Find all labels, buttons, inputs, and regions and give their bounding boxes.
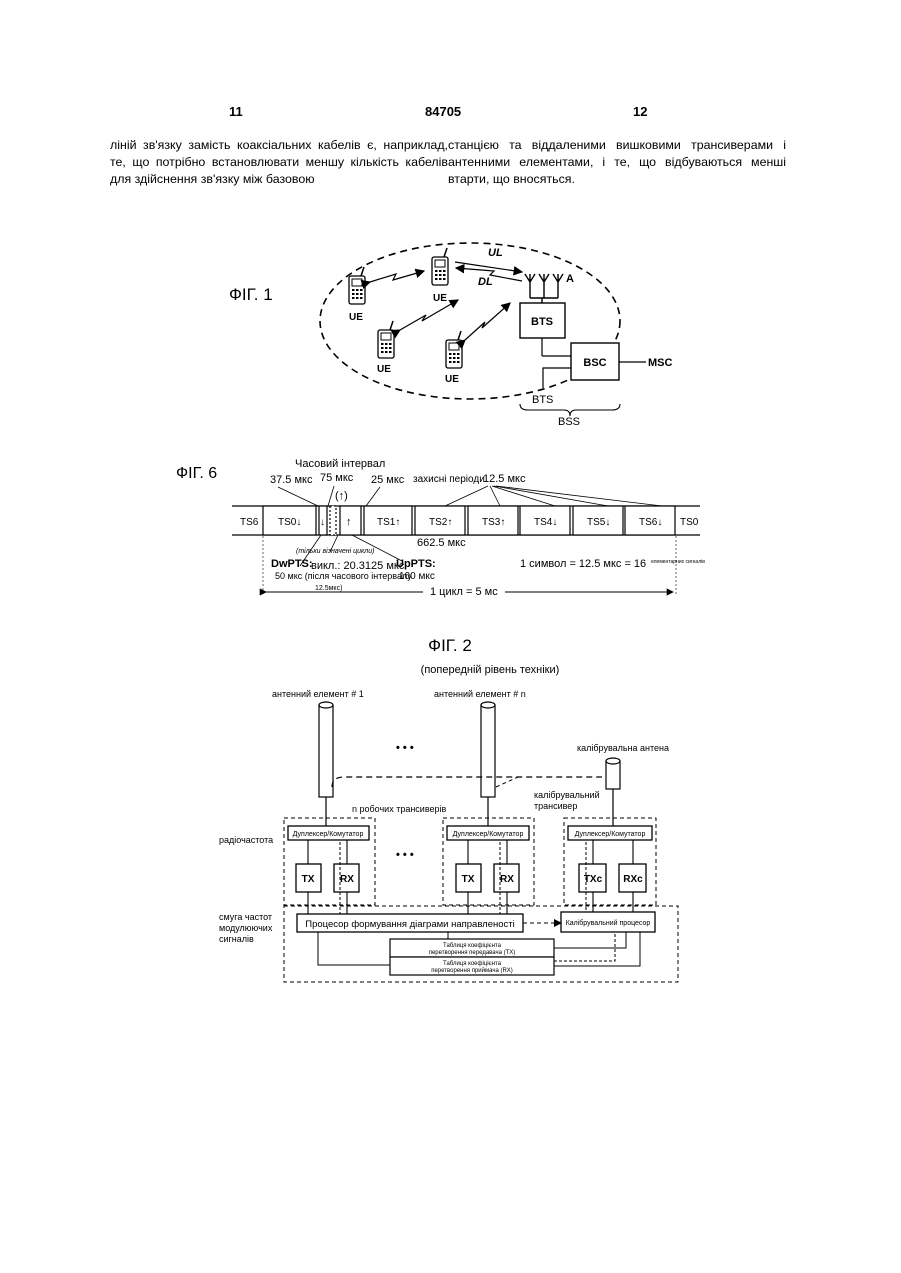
ue-phone-2	[432, 248, 448, 285]
tx-table-label-1: Таблиця коефіцієнта	[443, 943, 502, 949]
timing-interval-label: Часовий інтервал	[295, 458, 385, 470]
txc-label: TXc	[584, 874, 603, 885]
tx-table-label-2: перетворення передавача (TX)	[429, 950, 516, 956]
rx-label-1: RX	[340, 874, 354, 885]
dwpts-label: DwPTS:	[271, 558, 313, 570]
dl-label: DL	[478, 276, 493, 288]
ellipsis-top: • • •	[396, 742, 414, 754]
fig2-title: ФІГ. 2	[428, 636, 472, 655]
ue-phone-4	[446, 331, 462, 368]
uppts-arrow: ↑	[346, 516, 352, 528]
slot-ts2: TS2↑	[429, 517, 452, 528]
ue-phone-3	[378, 321, 394, 358]
duplexer-cal-label: Дуплексер/Комутатор	[575, 831, 646, 838]
antenna-1-label: антенний елемент # 1	[272, 689, 364, 699]
t50-label: 50 мкс (після часового інтервалу	[275, 571, 412, 581]
msc-label: MSC	[648, 357, 673, 369]
fig2-subtitle: (попередній рівень техніки)	[421, 664, 560, 676]
rx-label-n: RX	[500, 874, 514, 885]
radio-frequency-label: радіочастота	[219, 835, 273, 845]
duplexer-n-label: Дуплексер/Комутатор	[453, 831, 524, 838]
antenna-element-n	[481, 702, 495, 797]
radio-link-2	[400, 300, 458, 330]
bsc-label: BSC	[583, 357, 606, 369]
calibration-processor-label: Калібрувальний процесор	[566, 919, 651, 927]
t25-label: 25 мкс	[371, 474, 405, 486]
ue-label-3: UE	[377, 364, 391, 375]
figure-2: ФІГ. 2 (попередній рівень техніки) антен…	[219, 636, 678, 982]
calibration-path-top	[332, 777, 602, 787]
antenna-element-1	[319, 702, 333, 797]
calibration-antenna	[606, 758, 620, 789]
guard-label: захисні періоди	[413, 474, 485, 485]
figure-6: ФІГ. 6 Часовий інтервал 75 мкс 37.5 мкс …	[176, 458, 705, 598]
bts2-label: BTS	[532, 394, 553, 406]
slot-ts0-end: TS0	[680, 517, 699, 528]
ue-label-2: UE	[433, 293, 447, 304]
rxc-label: RXc	[623, 874, 643, 885]
antenna-n-label: антенний елемент # n	[434, 689, 526, 699]
antenna-label: A	[566, 273, 574, 285]
duplexer-1-label: Дуплексер/Комутатор	[293, 831, 364, 838]
rx-table-label-1: Таблиця коефіцієнта	[443, 961, 502, 967]
slot-ts1: TS1↑	[377, 517, 400, 528]
slot-ts6-start: TS6	[240, 517, 259, 528]
cal-trx-label-1: калібрувальний	[534, 790, 600, 800]
baseband-label-2: модулюючих	[219, 923, 273, 933]
fig1-title: ФІГ. 1	[229, 285, 273, 304]
antenna-array	[525, 274, 563, 303]
tx-label-n: TX	[462, 874, 475, 885]
slot-ts3: TS3↑	[482, 517, 505, 528]
beamforming-processor-label: Процесор формування діаграми направленос…	[305, 919, 514, 930]
cal-trx-label-2: трансивер	[534, 801, 577, 811]
t12b-label: 12.5мкс)	[315, 585, 342, 592]
t662-label: 662.5 мкс	[417, 537, 466, 549]
radio-link-1	[370, 271, 424, 282]
radio-link-3	[465, 303, 510, 340]
ul-label: UL	[488, 247, 503, 259]
tx-label-1: TX	[302, 874, 315, 885]
rx-table-label-2: перетворення приймача (RX)	[431, 967, 513, 974]
cycle-label: 1 цикл = 5 мс	[430, 586, 498, 598]
bracket-arrow: (↑)	[335, 490, 348, 502]
baseband-label-3: сигналів	[219, 934, 254, 944]
t100-label: 100 мкс	[399, 571, 435, 582]
bts-label: BTS	[531, 316, 553, 328]
slot-ts6: TS6↓	[639, 517, 662, 528]
ue-label-4: UE	[445, 374, 459, 385]
ue-label-1: UE	[349, 312, 363, 323]
dwpts-arrow: ↓	[320, 517, 325, 528]
slot-ts4: TS4↓	[534, 517, 557, 528]
cal-antenna-label: калібрувальна антена	[577, 743, 669, 753]
only-some-cycles: (тільки візначені цикли)	[296, 547, 374, 555]
slot-ts0: TS0↓	[278, 517, 301, 528]
n-transceivers-label: n робочих трансиверів	[352, 804, 447, 814]
t37-label: 37.5 мкс	[270, 474, 313, 486]
uppts-label: UpPTS:	[396, 558, 436, 570]
bss-label: BSS	[558, 416, 580, 428]
figure-1: ФІГ. 1 UE UE UE UE UL DL A BTS BSC	[229, 243, 673, 428]
fig6-title: ФІГ. 6	[176, 465, 217, 482]
baseband-label-1: смуга частот	[219, 912, 272, 922]
symbol-label: 1 символ = 12.5 мкс = 16	[520, 558, 646, 570]
ellipsis-mid: • • •	[396, 849, 414, 861]
t12-label: 12.5 мкс	[483, 473, 526, 485]
slot-ts5: TS5↓	[587, 517, 610, 528]
t75-label: 75 мкс	[320, 472, 354, 484]
symbol-small-label: елементарних сигналів	[651, 559, 705, 565]
